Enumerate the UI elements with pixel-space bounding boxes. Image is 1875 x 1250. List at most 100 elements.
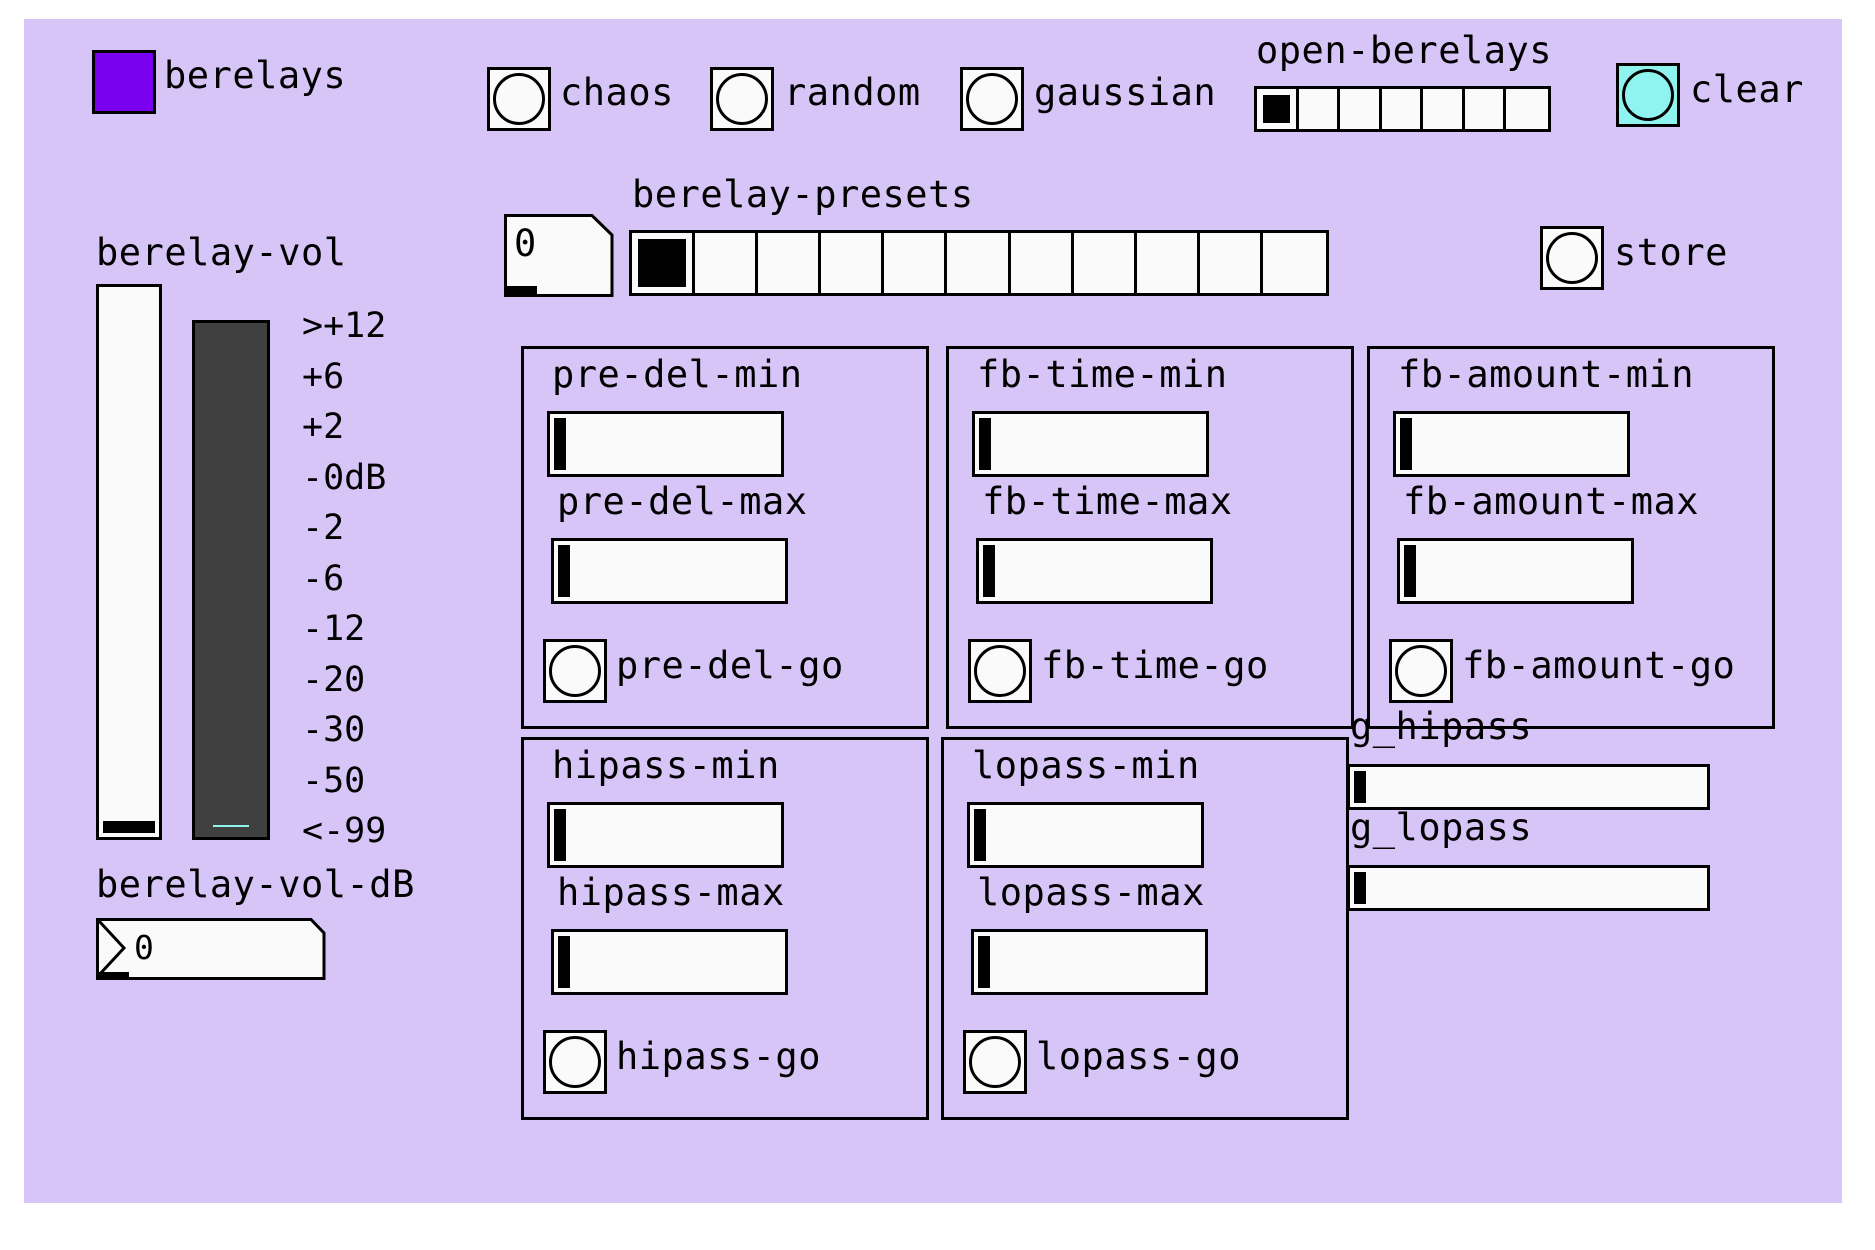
hipass-max-slider[interactable] — [551, 929, 788, 995]
vu-scale-label: -20 — [302, 660, 366, 700]
fb-amount-group: fb-amount-min fb-amount-max fb-amount-go — [1367, 346, 1775, 729]
open-berelays-radio[interactable] — [1254, 86, 1551, 132]
vu-scale-label: -12 — [302, 609, 366, 649]
open-berelays-cell[interactable] — [1257, 89, 1299, 129]
fb-time-max-slider[interactable] — [976, 538, 1213, 604]
lopass-go-bang[interactable] — [963, 1030, 1027, 1094]
lopass-max-slider[interactable] — [971, 929, 1208, 995]
hipass-min-slider-knob — [554, 809, 566, 861]
random-label: random — [784, 71, 921, 114]
fb-time-max-label: fb-time-max — [982, 480, 1233, 523]
fb-amount-min-slider[interactable] — [1393, 411, 1630, 477]
presets-radio[interactable] — [629, 230, 1329, 296]
preset-cell[interactable] — [947, 233, 1011, 293]
clear-bang-circle — [1622, 69, 1674, 121]
vu-scale-label: -50 — [302, 761, 366, 801]
preset-cell[interactable] — [758, 233, 822, 293]
g-lopass-slider-knob — [1354, 872, 1366, 904]
clear-label: clear — [1690, 68, 1804, 111]
vol-db-value: 0 — [134, 928, 155, 967]
preset-cell[interactable] — [1074, 233, 1137, 293]
vol-db-number-box-shape — [96, 918, 326, 980]
berelays-toggle[interactable] — [92, 50, 156, 114]
hipass-go-bang-circle — [549, 1036, 601, 1088]
lopass-min-label: lopass-min — [972, 744, 1200, 787]
store-bang[interactable] — [1540, 226, 1604, 290]
pre-del-min-label: pre-del-min — [552, 353, 803, 396]
fb-amount-max-slider[interactable] — [1397, 538, 1634, 604]
preset-number-box[interactable]: 0 — [504, 214, 614, 297]
vu-scale-label: <-99 — [302, 811, 387, 851]
vu-scale-label: -0dB — [302, 458, 387, 498]
preset-number-box-shape — [504, 214, 614, 297]
preset-cell[interactable] — [1011, 233, 1074, 293]
fb-time-min-label: fb-time-min — [977, 353, 1228, 396]
fb-time-min-slider[interactable] — [972, 411, 1209, 477]
pre-del-min-slider-knob — [554, 418, 566, 470]
vu-scale-label: -6 — [302, 559, 345, 599]
lopass-min-slider[interactable] — [967, 802, 1204, 868]
vol-label: berelay-vol — [96, 231, 347, 274]
preset-cell[interactable] — [1263, 233, 1326, 293]
presets-label: berelay-presets — [632, 173, 974, 216]
fb-amount-go-bang[interactable] — [1389, 639, 1453, 703]
fb-amount-min-label: fb-amount-min — [1398, 353, 1695, 396]
fb-time-group: fb-time-min fb-time-max fb-time-go — [946, 346, 1354, 729]
fb-amount-go-label: fb-amount-go — [1462, 644, 1736, 687]
gaussian-bang-circle — [966, 73, 1018, 125]
hipass-group: hipass-min hipass-max hipass-go — [521, 737, 929, 1120]
hipass-max-label: hipass-max — [557, 871, 785, 914]
random-bang-circle — [716, 73, 768, 125]
lopass-group: lopass-min lopass-max lopass-go — [941, 737, 1349, 1120]
g-hipass-slider[interactable] — [1347, 764, 1710, 810]
pre-del-go-bang[interactable] — [543, 639, 607, 703]
open-berelays-label: open-berelays — [1256, 29, 1553, 72]
open-berelays-cell[interactable] — [1340, 89, 1382, 129]
patch-canvas: berelays chaos random gaussian open-bere… — [24, 19, 1842, 1203]
preset-number-value: 0 — [514, 222, 537, 265]
hipass-min-label: hipass-min — [552, 744, 780, 787]
fb-time-max-slider-knob — [983, 545, 995, 597]
pre-del-max-slider[interactable] — [551, 538, 788, 604]
vol-db-number-box[interactable]: 0 — [96, 918, 326, 980]
open-berelays-cell[interactable] — [1423, 89, 1465, 129]
g-lopass-slider[interactable] — [1347, 865, 1710, 911]
pre-del-go-bang-circle — [549, 645, 601, 697]
vu-meter — [192, 320, 270, 840]
preset-cell[interactable] — [695, 233, 759, 293]
preset-cell[interactable] — [1200, 233, 1263, 293]
lopass-min-slider-knob — [974, 809, 986, 861]
fb-time-min-slider-knob — [979, 418, 991, 470]
fb-time-go-label: fb-time-go — [1041, 644, 1269, 687]
open-berelays-cell[interactable] — [1299, 89, 1341, 129]
vu-scale-label: -30 — [302, 710, 366, 750]
open-berelays-cell[interactable] — [1382, 89, 1424, 129]
store-bang-circle — [1546, 232, 1598, 284]
vu-scale-label: +2 — [302, 407, 345, 447]
lopass-go-bang-circle — [969, 1036, 1021, 1088]
preset-cell[interactable] — [1137, 233, 1200, 293]
berelays-label: berelays — [164, 54, 347, 97]
hipass-go-label: hipass-go — [616, 1035, 821, 1078]
hipass-min-slider[interactable] — [547, 802, 784, 868]
fb-amount-max-slider-knob — [1404, 545, 1416, 597]
chaos-bang[interactable] — [487, 67, 551, 131]
preset-cell[interactable] — [821, 233, 885, 293]
preset-cell[interactable] — [884, 233, 948, 293]
pre-del-min-slider[interactable] — [547, 411, 784, 477]
hipass-max-slider-knob — [558, 936, 570, 988]
gaussian-bang[interactable] — [960, 67, 1024, 131]
vu-scale-label: >+12 — [302, 306, 387, 346]
lopass-max-slider-knob — [978, 936, 990, 988]
store-label: store — [1614, 231, 1728, 274]
gaussian-label: gaussian — [1034, 71, 1217, 114]
open-berelays-cell[interactable] — [1506, 89, 1548, 129]
preset-cell[interactable] — [632, 233, 696, 293]
vol-slider-knob — [103, 821, 155, 833]
hipass-go-bang[interactable] — [543, 1030, 607, 1094]
open-berelays-cell[interactable] — [1465, 89, 1507, 129]
fb-time-go-bang[interactable] — [968, 639, 1032, 703]
clear-bang[interactable] — [1616, 63, 1680, 127]
random-bang[interactable] — [710, 67, 774, 131]
vol-slider[interactable] — [96, 284, 162, 840]
